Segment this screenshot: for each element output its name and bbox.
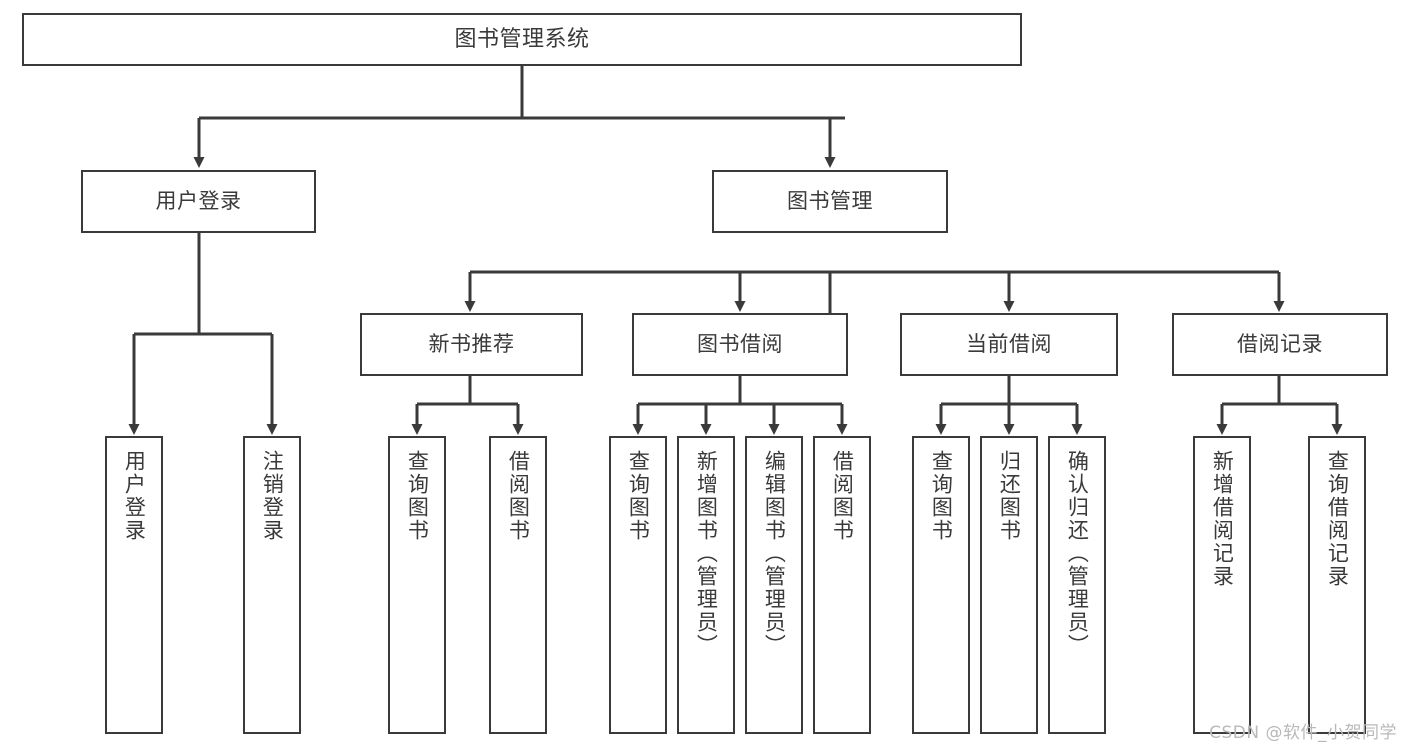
leaf-logout-login[interactable]: 注销登录 [243, 436, 301, 734]
node-book-borrow-label: 图书借阅 [697, 332, 783, 357]
leaf-add-book[interactable]: 新增图书（管理员） [677, 436, 735, 734]
leaf-return-book-label: 归还图书 [997, 450, 1022, 542]
leaf-return-book[interactable]: 归还图书 [980, 436, 1038, 734]
node-book-manage-label: 图书管理 [787, 189, 873, 214]
leaf-edit-book[interactable]: 编辑图书（管理员） [745, 436, 803, 734]
leaf-borrow-book-2-label: 借阅图书 [830, 450, 855, 542]
leaf-query-book-1-label: 查询图书 [405, 450, 430, 542]
leaf-query-record-label: 查询借阅记录 [1325, 450, 1350, 588]
leaf-edit-book-label: 编辑图书（管理员） [762, 450, 787, 657]
leaf-query-book-2[interactable]: 查询图书 [609, 436, 667, 734]
node-book-manage[interactable]: 图书管理 [712, 170, 948, 233]
node-new-book-recommend-label: 新书推荐 [428, 332, 515, 357]
leaf-add-record-label: 新增借阅记录 [1210, 450, 1235, 588]
leaf-borrow-book-2[interactable]: 借阅图书 [813, 436, 871, 734]
leaf-confirm-return[interactable]: 确认归还（管理员） [1048, 436, 1106, 734]
leaf-add-book-label: 新增图书（管理员） [694, 450, 719, 657]
leaf-query-book-3-label: 查询图书 [929, 450, 954, 542]
leaf-borrow-book-1-label: 借阅图书 [506, 450, 531, 542]
node-root[interactable]: 图书管理系统 [22, 13, 1022, 66]
node-current-borrow[interactable]: 当前借阅 [900, 313, 1118, 376]
leaf-add-record[interactable]: 新增借阅记录 [1193, 436, 1251, 734]
node-user-login-label: 用户登录 [155, 189, 242, 214]
node-user-login[interactable]: 用户登录 [81, 170, 316, 233]
node-borrow-record-label: 借阅记录 [1237, 332, 1323, 357]
leaf-user-login-label: 用户登录 [122, 450, 147, 542]
leaf-query-book-1[interactable]: 查询图书 [388, 436, 446, 734]
node-book-borrow[interactable]: 图书借阅 [632, 313, 848, 376]
node-borrow-record[interactable]: 借阅记录 [1172, 313, 1388, 376]
node-new-book-recommend[interactable]: 新书推荐 [360, 313, 583, 376]
csdn-watermark: CSDN @软件_小贺同学 [1209, 723, 1397, 743]
leaf-borrow-book-1[interactable]: 借阅图书 [489, 436, 547, 734]
leaf-query-book-3[interactable]: 查询图书 [912, 436, 970, 734]
leaf-user-login[interactable]: 用户登录 [105, 436, 163, 734]
leaf-confirm-return-label: 确认归还（管理员） [1065, 450, 1090, 657]
leaf-query-book-2-label: 查询图书 [626, 450, 651, 542]
node-root-label: 图书管理系统 [454, 26, 590, 52]
leaf-query-record[interactable]: 查询借阅记录 [1308, 436, 1366, 734]
node-current-borrow-label: 当前借阅 [966, 332, 1052, 357]
leaf-logout-login-label: 注销登录 [260, 450, 285, 542]
